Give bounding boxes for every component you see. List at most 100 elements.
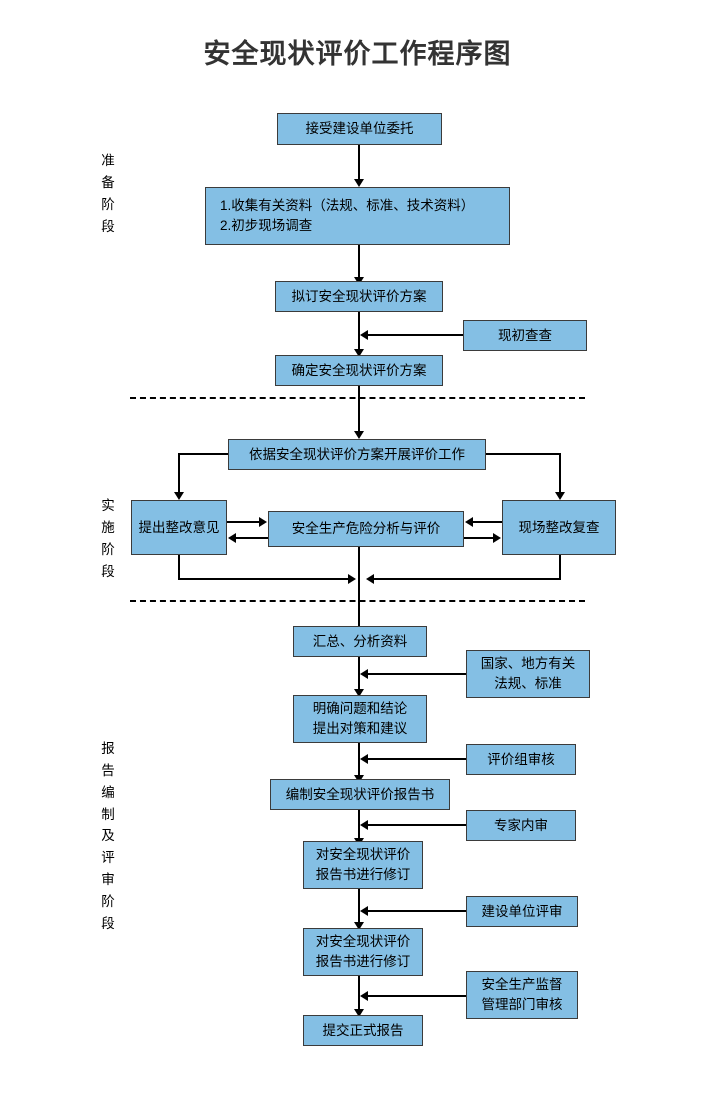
node-label-line2: 报告书进行修订 bbox=[315, 867, 411, 882]
phase-label-implementation: 实 施 阶 段 bbox=[95, 495, 121, 582]
arrowhead-left bbox=[360, 754, 368, 764]
arrowhead-right bbox=[259, 517, 267, 527]
arrowhead-down bbox=[354, 689, 364, 697]
page-title: 安全现状评价工作程序图 bbox=[203, 39, 512, 69]
phase-char: 段 bbox=[101, 218, 115, 234]
phase-char: 审 bbox=[101, 872, 115, 888]
node-carry-out-eval[interactable]: 依据安全现状评价方案开展评价工作 bbox=[228, 439, 486, 470]
connector-carryout-left-h bbox=[178, 453, 228, 455]
phase-char: 备 bbox=[101, 174, 115, 190]
node-draft-plan[interactable]: 拟订安全现状评价方案 bbox=[275, 281, 443, 312]
phase-char: 段 bbox=[101, 915, 115, 931]
connector-carryout-right-v bbox=[559, 453, 561, 497]
node-clarify-conclusion[interactable]: 明确问题和结论 提出对策和建议 bbox=[293, 695, 427, 743]
node-label-line2: 管理部门审核 bbox=[481, 997, 563, 1012]
connector-hazard-to-opinion bbox=[235, 537, 268, 539]
connector-expert-to-main bbox=[367, 824, 466, 826]
node-compile-report[interactable]: 编制安全现状评价报告书 bbox=[270, 779, 450, 810]
connector-bottom-left-h bbox=[178, 578, 353, 580]
connector-constructionunit-to-main bbox=[367, 910, 466, 912]
phase-char: 报 bbox=[101, 741, 115, 756]
node-onsite-recheck[interactable]: 现场整改复查 bbox=[502, 500, 616, 555]
node-rectification-opinion[interactable]: 提出整改意见 bbox=[131, 500, 227, 555]
phase-char: 编 bbox=[101, 784, 115, 800]
connector-opinion-to-hazard bbox=[227, 521, 260, 523]
node-eval-group-review[interactable]: 评价组审核 bbox=[466, 744, 576, 775]
connector-revise2-to-submit bbox=[358, 976, 360, 1013]
node-hazard-analysis[interactable]: 安全生产危险分析与评价 bbox=[268, 511, 464, 547]
node-label: 现初查查 bbox=[498, 327, 552, 343]
phase-label-preparation: 准 备 阶 段 bbox=[95, 150, 121, 237]
node-construction-unit-review[interactable]: 建设单位评审 bbox=[466, 896, 578, 927]
node-label-line1: 安全生产监督 bbox=[481, 977, 563, 993]
arrowhead-down bbox=[354, 349, 364, 357]
connector-recheck-to-hazard bbox=[472, 521, 502, 523]
connector-evalgroup-to-main bbox=[367, 758, 466, 760]
node-submit-final-report[interactable]: 提交正式报告 bbox=[303, 1015, 423, 1046]
node-national-local-regs[interactable]: 国家、地方有关 法规、标准 bbox=[466, 650, 590, 698]
node-summarize-data[interactable]: 汇总、分析资料 bbox=[293, 626, 427, 657]
arrowhead-left bbox=[228, 533, 236, 543]
connector-summarize-to-clarify bbox=[358, 657, 360, 693]
node-safety-supervision-review[interactable]: 安全生产监督 管理部门审核 bbox=[466, 971, 578, 1019]
arrowhead-left bbox=[366, 574, 374, 584]
phase-char: 段 bbox=[101, 563, 115, 579]
connector-clarify-to-compile bbox=[358, 743, 360, 779]
connector-supervision-to-main bbox=[367, 995, 466, 997]
connector-confirm-to-carryout bbox=[358, 386, 360, 435]
node-label-line1: 1.收集有关资料（法规、标准、技术资料） bbox=[220, 198, 475, 214]
phase-separator-1 bbox=[130, 397, 585, 399]
node-label: 确定安全现状评价方案 bbox=[291, 362, 427, 378]
node-label: 依据安全现状评价方案开展评价工作 bbox=[249, 446, 465, 462]
node-accept-commission[interactable]: 接受建设单位委托 bbox=[277, 113, 442, 145]
node-label-line1: 国家、地方有关 bbox=[480, 656, 576, 672]
phase-separator-2 bbox=[130, 600, 585, 602]
phase-char: 阶 bbox=[101, 196, 115, 212]
node-label: 专家内审 bbox=[494, 817, 548, 833]
arrowhead-right bbox=[348, 574, 356, 584]
node-label-line1: 对安全现状评价 bbox=[315, 934, 411, 950]
node-label: 安全生产危险分析与评价 bbox=[291, 521, 441, 537]
phase-char: 制 bbox=[101, 806, 115, 822]
arrowhead-down bbox=[354, 179, 364, 187]
arrowhead-down bbox=[354, 1009, 364, 1017]
arrowhead-left bbox=[465, 517, 473, 527]
arrowhead-left bbox=[360, 330, 368, 340]
connector-hazard-to-recheck bbox=[464, 537, 494, 539]
node-label: 建设单位评审 bbox=[481, 903, 563, 919]
node-expert-internal-review[interactable]: 专家内审 bbox=[466, 810, 576, 841]
node-preliminary-survey[interactable]: 现初查查 bbox=[463, 320, 587, 351]
connector-compile-to-revise1 bbox=[358, 810, 360, 842]
node-label: 接受建设单位委托 bbox=[305, 121, 414, 137]
node-confirm-plan[interactable]: 确定安全现状评价方案 bbox=[275, 355, 443, 386]
node-label: 提出整改意见 bbox=[138, 519, 220, 535]
node-label-line1: 明确问题和结论 bbox=[312, 701, 408, 717]
node-collect-data[interactable]: 1.收集有关资料（法规、标准、技术资料） 2.初步现场调查 bbox=[205, 187, 510, 245]
arrowhead-left bbox=[360, 906, 368, 916]
connector-hazard-to-summarize bbox=[358, 547, 360, 632]
connector-draft-to-confirm bbox=[358, 312, 360, 355]
node-label: 汇总、分析资料 bbox=[312, 633, 408, 649]
arrowhead-down bbox=[555, 492, 565, 500]
arrowhead-down bbox=[354, 922, 364, 930]
arrowhead-right bbox=[493, 533, 501, 543]
node-label: 拟订安全现状评价方案 bbox=[291, 288, 427, 304]
node-label-line1: 对安全现状评价 bbox=[315, 847, 411, 863]
phase-char: 实 bbox=[101, 498, 115, 513]
connector-opinion-bottom-v bbox=[178, 555, 180, 580]
node-revise-report-2[interactable]: 对安全现状评价 报告书进行修订 bbox=[303, 928, 423, 976]
connector-survey-to-main bbox=[367, 334, 463, 336]
connector-regs-to-main bbox=[367, 673, 466, 675]
connector-revise1-to-revise2 bbox=[358, 889, 360, 926]
node-revise-report-1[interactable]: 对安全现状评价 报告书进行修订 bbox=[303, 841, 423, 889]
node-label-line2: 2.初步现场调查 bbox=[220, 218, 313, 233]
connector-accept-to-collect bbox=[358, 145, 360, 183]
arrowhead-left bbox=[360, 669, 368, 679]
phase-char: 评 bbox=[101, 850, 115, 866]
connector-bottom-right-h bbox=[372, 578, 561, 580]
phase-char: 阶 bbox=[101, 541, 115, 557]
phase-label-reporting: 报 告 编 制 及 评 审 阶 段 bbox=[95, 738, 121, 935]
node-label: 现场整改复查 bbox=[518, 519, 600, 535]
arrowhead-down bbox=[354, 431, 364, 439]
